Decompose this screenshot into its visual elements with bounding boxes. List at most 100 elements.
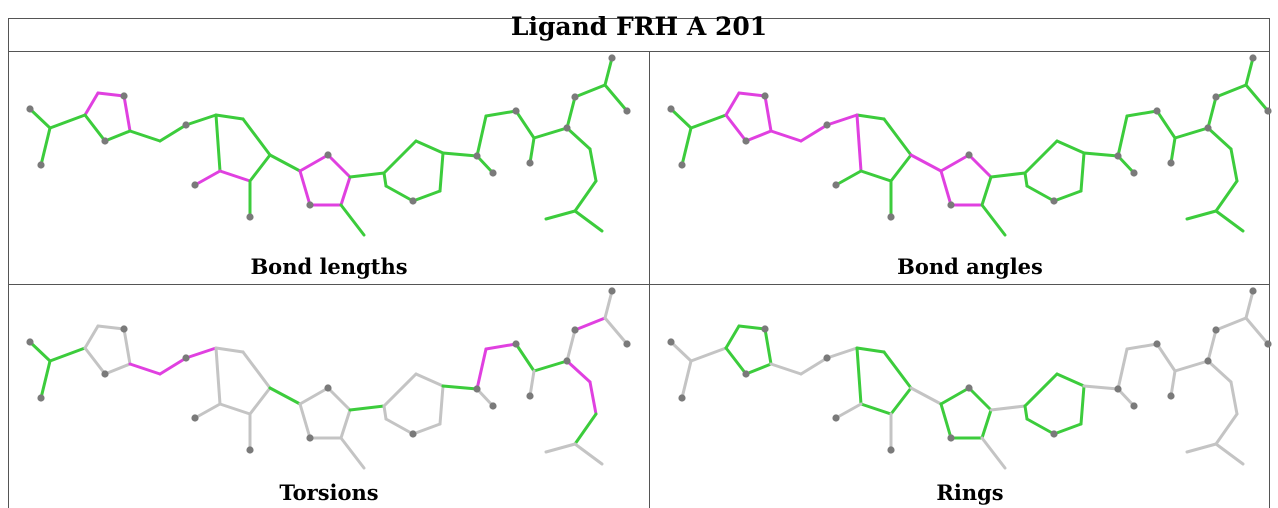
bond bbox=[544, 209, 577, 221]
bond bbox=[603, 56, 614, 87]
bond bbox=[834, 402, 863, 420]
bond bbox=[128, 129, 162, 143]
atom bbox=[563, 357, 571, 365]
bond bbox=[214, 346, 222, 406]
bond bbox=[1206, 95, 1218, 130]
bond bbox=[1214, 442, 1245, 466]
bond bbox=[1116, 347, 1129, 391]
bond bbox=[248, 153, 272, 183]
torsions-caption: Torsions bbox=[279, 480, 379, 505]
atom bbox=[623, 340, 631, 348]
bond bbox=[484, 109, 518, 118]
atom bbox=[832, 181, 840, 189]
bond bbox=[128, 362, 162, 376]
atom bbox=[120, 325, 128, 333]
atom bbox=[947, 201, 955, 209]
bond bbox=[744, 129, 773, 143]
bond bbox=[1155, 109, 1177, 140]
bond bbox=[855, 113, 886, 121]
atom bbox=[608, 287, 616, 295]
atom bbox=[191, 414, 199, 422]
atom bbox=[947, 434, 955, 442]
bond bbox=[669, 340, 693, 363]
atom bbox=[1050, 197, 1058, 205]
bond bbox=[588, 147, 598, 183]
bond bbox=[565, 359, 592, 384]
bond bbox=[28, 340, 52, 363]
bond bbox=[348, 171, 386, 179]
bond bbox=[1125, 342, 1159, 351]
atom bbox=[120, 92, 128, 100]
top-border bbox=[8, 18, 1270, 19]
atom bbox=[489, 169, 497, 177]
bond bbox=[438, 384, 445, 426]
bond bbox=[909, 386, 943, 406]
bond bbox=[799, 356, 829, 376]
atom bbox=[246, 213, 254, 221]
rings-diagram bbox=[667, 287, 1272, 470]
bond bbox=[1173, 126, 1210, 140]
atom bbox=[512, 340, 520, 348]
bond bbox=[441, 384, 479, 391]
bond bbox=[565, 95, 577, 130]
bond bbox=[1082, 384, 1120, 391]
bond bbox=[382, 404, 388, 421]
bond bbox=[241, 350, 272, 390]
page-title: Ligand FRH A 201 bbox=[510, 12, 768, 41]
atom bbox=[678, 394, 686, 402]
atom bbox=[667, 338, 675, 346]
atom bbox=[182, 121, 190, 129]
atom bbox=[623, 107, 631, 115]
bond bbox=[218, 402, 252, 416]
atom bbox=[761, 325, 769, 333]
atom bbox=[473, 152, 481, 160]
atom bbox=[823, 121, 831, 129]
bond bbox=[326, 386, 352, 412]
bond bbox=[514, 342, 536, 373]
atom bbox=[101, 137, 109, 145]
atom bbox=[1249, 54, 1257, 62]
atom bbox=[1050, 430, 1058, 438]
atom bbox=[409, 430, 417, 438]
bond bbox=[989, 171, 1027, 179]
bond bbox=[689, 113, 728, 130]
bond bbox=[1244, 316, 1270, 346]
title-divider bbox=[8, 51, 1270, 52]
bond bbox=[1214, 412, 1239, 446]
bond bbox=[967, 153, 993, 179]
bond bbox=[248, 386, 272, 416]
bond bbox=[889, 153, 913, 183]
bond bbox=[889, 386, 913, 416]
atom bbox=[1130, 169, 1138, 177]
bond bbox=[411, 189, 442, 203]
bond bbox=[565, 126, 592, 151]
atom bbox=[1264, 340, 1272, 348]
bond bbox=[158, 123, 188, 143]
atom bbox=[563, 124, 571, 132]
bond bbox=[573, 316, 607, 332]
row-divider bbox=[8, 284, 1270, 285]
bond bbox=[980, 408, 993, 440]
bond bbox=[214, 113, 222, 173]
bond bbox=[825, 346, 859, 360]
bond bbox=[1023, 372, 1059, 408]
bond bbox=[514, 109, 536, 140]
bond bbox=[103, 362, 132, 376]
atom bbox=[473, 385, 481, 393]
atom bbox=[306, 434, 314, 442]
bond bbox=[1169, 136, 1177, 165]
bond bbox=[193, 169, 222, 187]
bond bbox=[122, 94, 132, 133]
atom bbox=[26, 338, 34, 346]
atom bbox=[1153, 107, 1161, 115]
atom bbox=[965, 384, 973, 392]
bond bbox=[573, 442, 604, 466]
atom bbox=[678, 161, 686, 169]
bond bbox=[724, 91, 741, 117]
bond bbox=[339, 175, 352, 207]
bond bbox=[1082, 151, 1120, 158]
bond bbox=[763, 94, 773, 133]
bond bbox=[475, 387, 495, 408]
bond bbox=[882, 350, 913, 390]
bond bbox=[1214, 209, 1245, 233]
